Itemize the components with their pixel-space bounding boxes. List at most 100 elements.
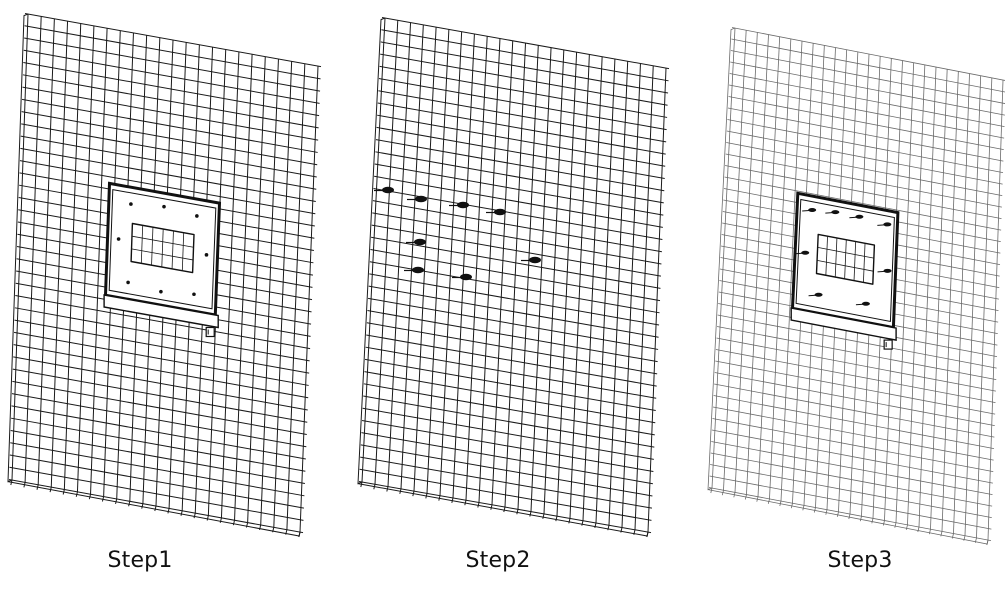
- screw-shaft: [825, 212, 833, 214]
- mesh-wire-horizontal: [21, 123, 317, 178]
- mesh-wire-horizontal: [381, 17, 670, 70]
- mesh-horizontal-wires: [8, 13, 322, 534]
- plate-bottom-ledge: [103, 294, 219, 329]
- mesh-wire-horizontal: [20, 135, 317, 190]
- mesh-wire-horizontal: [362, 407, 654, 460]
- mesh-wire-stub: [721, 490, 724, 496]
- mesh-wire-stub: [767, 498, 770, 504]
- screw-shaft: [877, 270, 885, 273]
- screw-hole: [195, 214, 199, 218]
- screw-shaft: [808, 294, 816, 297]
- mesh-wire-horizontal: [729, 73, 1005, 127]
- screw-hole: [162, 204, 166, 209]
- mesh-wire-stub: [10, 479, 13, 486]
- cutout-wire: [853, 241, 857, 281]
- mesh-wire-stub: [438, 495, 441, 501]
- mesh-wire-stub: [464, 500, 467, 506]
- mesh-wire-horizontal: [361, 419, 654, 473]
- mesh-wire-horizontal: [377, 114, 666, 167]
- mesh-wire-stub: [802, 505, 805, 511]
- mesh-wire-stub: [859, 516, 862, 522]
- mesh-horizontal-wires: [358, 17, 670, 534]
- mounting-plate-inner-edge: [108, 189, 217, 310]
- screw-head: [494, 208, 506, 216]
- mesh-wire-horizontal: [15, 295, 311, 350]
- mesh-wire-horizontal: [364, 371, 656, 424]
- mesh-wire-horizontal: [11, 405, 306, 460]
- mesh-wire-horizontal: [11, 393, 307, 448]
- mesh-wire-horizontal: [375, 151, 664, 204]
- screw-head: [415, 195, 427, 203]
- mesh-wire-stub: [360, 481, 363, 488]
- panel-edge-left: [707, 27, 736, 491]
- screw-head: [855, 214, 864, 219]
- mesh-wire-stub: [425, 493, 428, 499]
- mesh-wire-horizontal: [714, 383, 995, 438]
- mesh-wire-horizontal: [24, 37, 321, 92]
- mesh-wire-horizontal: [21, 111, 318, 166]
- mesh-wire-horizontal: [729, 84, 1005, 139]
- mesh-wire-stub: [756, 496, 759, 502]
- mesh-wire-horizontal: [361, 432, 653, 485]
- screw-head: [382, 186, 394, 194]
- mesh-wire-horizontal: [24, 13, 322, 68]
- mesh-wire-stub: [882, 520, 885, 526]
- mesh-wire-horizontal: [23, 49, 320, 104]
- mesh-wire-horizontal: [708, 487, 992, 541]
- mesh-wire-horizontal: [13, 344, 309, 399]
- mesh-wire-horizontal: [727, 119, 1004, 173]
- mesh-wire-horizontal: [710, 464, 992, 518]
- mesh-wire-stub: [928, 529, 931, 535]
- mesh-wire-horizontal: [372, 200, 662, 253]
- cutout-wire: [834, 237, 838, 278]
- screw-shaft: [849, 216, 857, 219]
- screw-head: [412, 266, 424, 274]
- mesh-wire-horizontal: [22, 74, 319, 129]
- mesh-wire-horizontal: [368, 285, 659, 338]
- step2-mesh-panel: [357, 17, 670, 538]
- mesh-wire-stub: [607, 525, 610, 531]
- mesh-wire-stub: [490, 504, 493, 510]
- mesh-wire-horizontal: [374, 163, 664, 216]
- mesh-wire-horizontal: [9, 454, 305, 509]
- screw-hole: [204, 253, 209, 257]
- mesh-wire-stub: [206, 515, 209, 521]
- mesh-wire-stub: [951, 533, 954, 539]
- mesh-wire-stub: [451, 497, 454, 504]
- mesh-wire-horizontal: [10, 442, 305, 497]
- mesh-wire-horizontal: [8, 479, 304, 534]
- mesh-wire-stub: [23, 482, 26, 488]
- mesh-wire-horizontal: [380, 41, 669, 94]
- step1-label: Step1: [107, 548, 173, 573]
- mesh-wire-horizontal: [359, 468, 652, 521]
- screw-shaft: [795, 252, 803, 255]
- mesh-wire-horizontal: [365, 346, 657, 399]
- mesh-wire-stub: [963, 535, 966, 541]
- mesh-wire-stub: [894, 522, 897, 528]
- mesh-wire-horizontal: [378, 90, 667, 143]
- mesh-wire-horizontal: [367, 310, 658, 363]
- mesh-wire-horizontal: [369, 273, 660, 326]
- panel-edge-bottom: [357, 483, 649, 537]
- mesh-wire-horizontal: [727, 107, 1004, 162]
- cutout-wire: [171, 230, 174, 269]
- mesh-wire-horizontal: [726, 142, 1003, 196]
- panel-edge-left: [357, 17, 386, 485]
- mesh-wire-stub: [744, 494, 747, 500]
- mesh-wire-horizontal: [13, 356, 308, 411]
- mounting-plate-inner-edge: [795, 198, 895, 323]
- mesh-wire-horizontal: [711, 429, 993, 484]
- screw-head: [801, 250, 810, 255]
- step2-label: Step2: [465, 548, 531, 573]
- panel-edge-bottom: [7, 481, 301, 537]
- mesh-wire-horizontal: [728, 96, 1004, 150]
- cutout-wire: [161, 229, 164, 268]
- mesh-wire-horizontal: [716, 326, 997, 380]
- mesh-wire-horizontal: [364, 358, 656, 411]
- mesh-wire-stub: [285, 529, 288, 535]
- mesh-wire-horizontal: [724, 176, 1002, 231]
- mesh-wire-horizontal: [714, 372, 995, 426]
- mesh-wire-horizontal: [367, 297, 659, 350]
- plate-clip: [205, 326, 215, 338]
